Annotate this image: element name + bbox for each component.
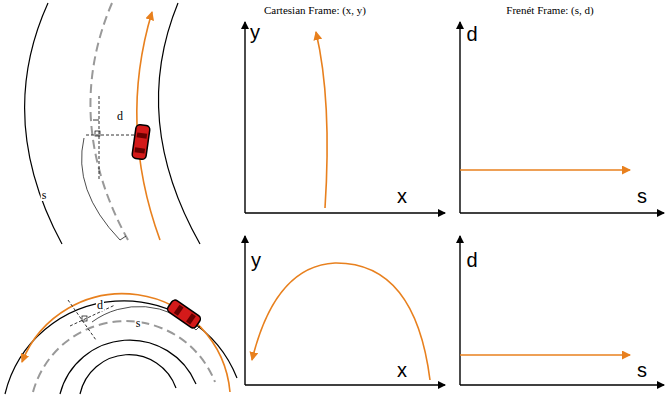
axis-label: y <box>250 22 260 42</box>
axis-label: y <box>251 250 261 270</box>
road-top <box>25 3 200 244</box>
axis-label: s <box>637 186 647 206</box>
arc-length-label: s <box>41 189 48 201</box>
car-top <box>132 124 151 160</box>
axis-label: s <box>637 360 647 380</box>
column-heading: Frenét Frame: (s, d) <box>505 5 594 16</box>
trajectories <box>252 32 630 380</box>
column-heading: Cartesian Frame: (x, y) <box>263 5 367 16</box>
axes <box>245 22 664 385</box>
road-bottom <box>5 294 237 394</box>
lateral-offset-label: d <box>116 110 124 122</box>
car-bottom <box>166 299 202 330</box>
lateral-offset-label: d <box>96 299 104 311</box>
arc-length-label: s <box>135 317 142 329</box>
axis-label: d <box>466 24 477 44</box>
axis-label: d <box>466 250 477 270</box>
axis-label: x <box>397 360 407 380</box>
axis-label: x <box>397 186 407 206</box>
